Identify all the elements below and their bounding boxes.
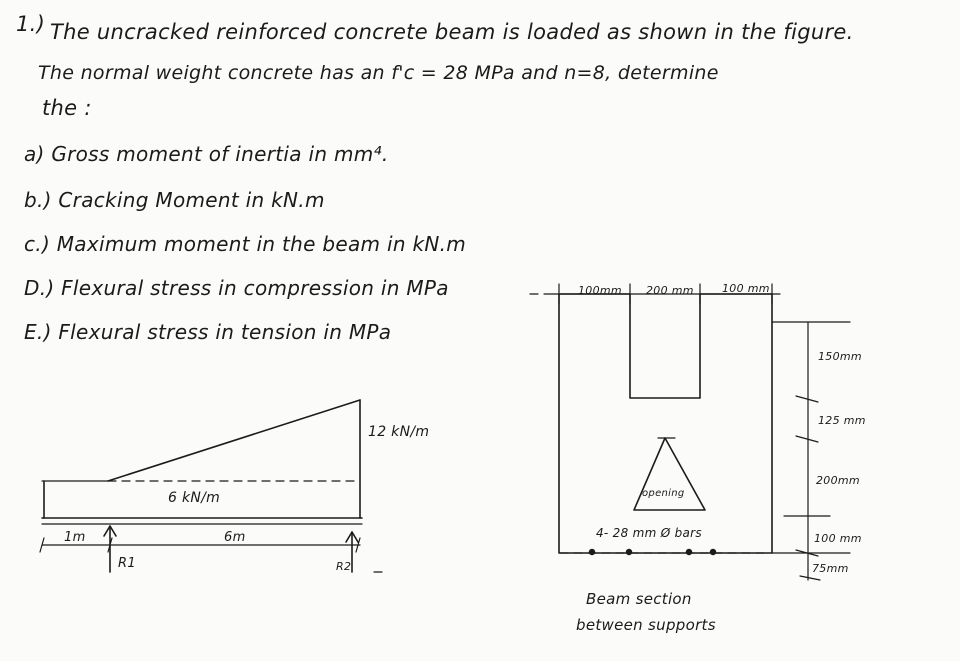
rebar-4: [709, 548, 717, 556]
right-dim-tick-bottom: [799, 575, 821, 581]
rebar-1: [588, 548, 596, 556]
rebar-2: [625, 548, 633, 556]
rebar-label: 4- 28 mm Ø bars: [596, 526, 702, 540]
section-caption-1: Beam section: [586, 590, 692, 608]
dim-tick-left: [39, 537, 45, 553]
right-dim-5: 75mm: [812, 562, 849, 575]
max-load-label: 12 kN/m: [368, 424, 430, 440]
opening-label: opening: [642, 488, 685, 499]
right-dim-tick-3: [795, 435, 819, 443]
rebar-3: [685, 548, 693, 556]
right-dim-tick-2: [795, 395, 819, 403]
beam-section: [529, 283, 851, 581]
uniform-load-label: 6 kN/m: [168, 490, 221, 506]
problem-line-3: the :: [42, 96, 92, 120]
right-dim-3: 200mm: [816, 474, 860, 487]
right-dim-tick-5: [795, 549, 819, 557]
span-label: 6m: [224, 530, 246, 545]
problem-number: 1.): [16, 12, 46, 36]
reaction-r1-arrow-head: [103, 525, 117, 537]
problem-line-1: The uncracked reinforced concrete beam i…: [50, 20, 854, 44]
reaction-r2-label: R2: [336, 560, 352, 573]
triangular-opening: [633, 437, 706, 511]
question-d: D.) Flexural stress in compression in MP…: [24, 276, 449, 300]
top-dim-2: 200 mm: [646, 284, 694, 297]
top-dim-3: 100 mm: [722, 282, 770, 295]
right-dim-1: 150mm: [818, 350, 862, 363]
question-b: b.) Cracking Moment in kN.m: [24, 188, 325, 212]
triangular-load-slope: [107, 399, 361, 482]
right-dim-4: 100 mm: [814, 532, 862, 545]
load-diagram: [39, 399, 389, 573]
reaction-r2-arrow-head: [345, 531, 359, 543]
section-outline: [558, 293, 773, 554]
question-e: E.) Flexural stress in tension in MPa: [24, 320, 392, 344]
dim-tick-right: [355, 537, 361, 553]
reaction-r1-label: R1: [118, 556, 136, 571]
question-c: c.) Maximum moment in the beam in kN.m: [24, 232, 467, 256]
top-dim-1: 100mm: [578, 284, 622, 297]
right-dim-2: 125 mm: [818, 414, 866, 427]
section-caption-2: between supports: [576, 616, 716, 634]
question-a: a) Gross moment of inertia in mm⁴.: [24, 142, 389, 166]
problem-line-2: The normal weight concrete has an f'c = …: [38, 62, 719, 84]
overhang-label: 1m: [64, 530, 86, 545]
